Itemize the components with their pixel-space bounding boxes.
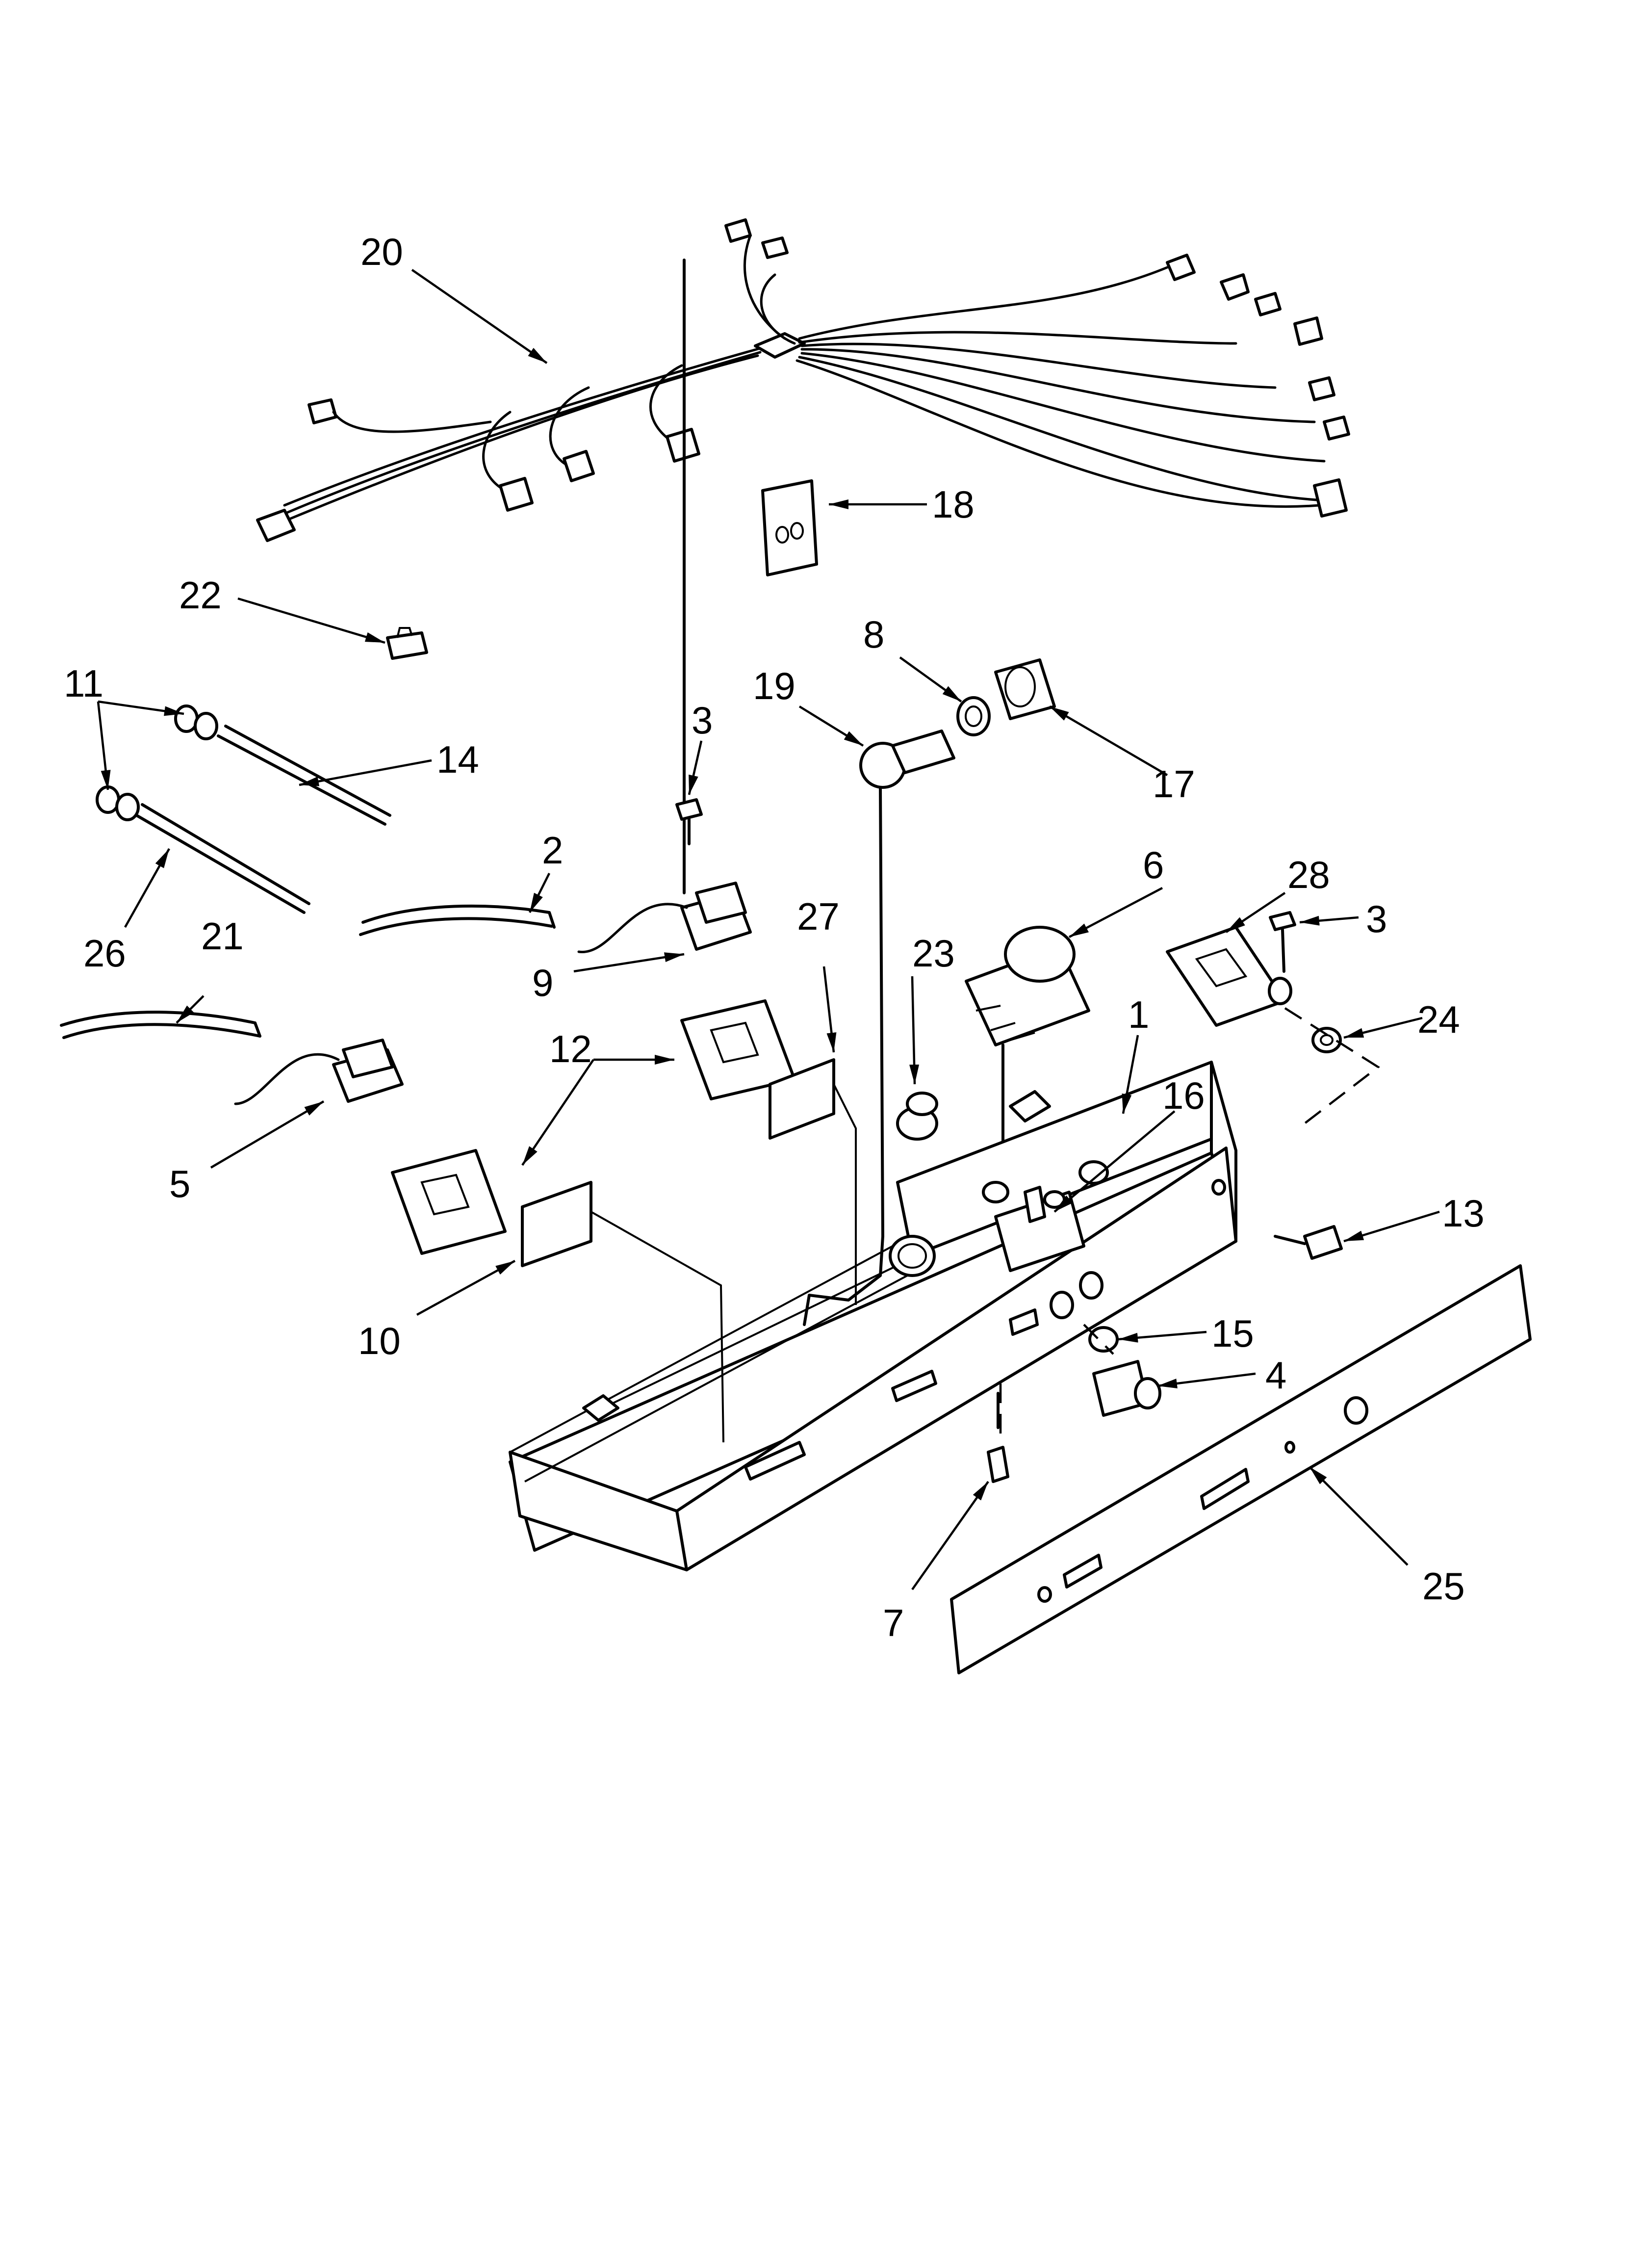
callout-2: 2 bbox=[542, 829, 563, 872]
timer-part bbox=[965, 926, 1090, 1154]
callout-12: 12 bbox=[549, 1027, 592, 1070]
plug-part bbox=[896, 1092, 938, 1141]
leader-lines bbox=[97, 269, 1440, 1590]
clip-24-part bbox=[1311, 1027, 1342, 1053]
front-panel-part bbox=[950, 1264, 1532, 1674]
callout-3a: 3 bbox=[692, 699, 713, 742]
label-27-part bbox=[769, 1058, 835, 1140]
callout-10: 10 bbox=[358, 1319, 401, 1362]
callout-3b: 3 bbox=[1366, 897, 1387, 940]
bulb-part bbox=[859, 730, 955, 1238]
clip-part bbox=[386, 627, 428, 660]
callout-18: 18 bbox=[932, 483, 975, 526]
callout-9: 9 bbox=[532, 961, 553, 1004]
callout-27: 27 bbox=[797, 895, 840, 938]
screw-3b-part bbox=[1269, 911, 1296, 973]
callout-24: 24 bbox=[1417, 998, 1460, 1041]
control-housing-part bbox=[509, 1061, 1237, 1571]
callout-5: 5 bbox=[169, 1162, 190, 1205]
callout-17: 17 bbox=[1153, 762, 1195, 806]
callout-23: 23 bbox=[912, 932, 955, 975]
rods-part bbox=[96, 704, 391, 914]
callout-7: 7 bbox=[883, 1601, 904, 1644]
callout-14: 14 bbox=[436, 738, 479, 781]
callout-4: 4 bbox=[1265, 1354, 1286, 1397]
callout-21: 21 bbox=[201, 914, 244, 958]
callout-26: 26 bbox=[83, 932, 126, 975]
light-switch-15-part bbox=[1088, 1326, 1119, 1353]
switch-9-part bbox=[577, 259, 752, 953]
tubes-part bbox=[60, 904, 556, 1039]
callout-8: 8 bbox=[863, 613, 884, 656]
socket-ring-part bbox=[956, 696, 991, 736]
gasket-part bbox=[761, 479, 818, 576]
callout-25: 25 bbox=[1422, 1564, 1465, 1608]
callout-28: 28 bbox=[1287, 853, 1330, 896]
switch-4-part bbox=[1092, 1360, 1161, 1417]
light-socket-part bbox=[994, 658, 1056, 720]
screw-13-part bbox=[1274, 1225, 1343, 1260]
callout-6: 6 bbox=[1143, 843, 1164, 886]
callout-22: 22 bbox=[179, 574, 222, 617]
callout-19: 19 bbox=[753, 664, 795, 707]
label-10-part bbox=[521, 1181, 592, 1267]
callout-11: 11 bbox=[64, 662, 103, 705]
screw-3a-part bbox=[675, 798, 703, 845]
screw-16-part bbox=[1024, 1186, 1046, 1223]
callout-labels: 1 2 3 3 4 5 6 7 8 9 10 11 12 13 14 15 16… bbox=[64, 230, 1485, 1644]
callout-15: 15 bbox=[1211, 1312, 1254, 1355]
callout-20: 20 bbox=[360, 230, 403, 273]
alignment-lines bbox=[590, 1007, 1380, 1443]
screw-7-part bbox=[987, 1392, 1009, 1483]
callout-16: 16 bbox=[1162, 1074, 1205, 1117]
wire-harness-part bbox=[256, 218, 1350, 542]
switch-5-part bbox=[234, 1039, 404, 1105]
callout-13: 13 bbox=[1442, 1192, 1485, 1235]
callout-1: 1 bbox=[1128, 993, 1149, 1036]
control-board-part bbox=[1166, 926, 1292, 1027]
bracket-12b-part bbox=[391, 1149, 507, 1255]
